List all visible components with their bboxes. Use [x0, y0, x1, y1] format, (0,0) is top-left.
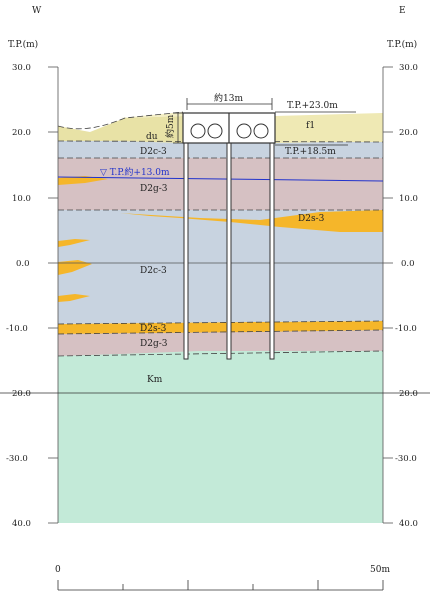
sand-lens-4 [58, 294, 90, 302]
sand-lens-3 [58, 260, 92, 275]
layer-label-d2g-upper: D2g-3 [140, 184, 168, 194]
box-culvert [173, 98, 356, 360]
right-tick-label: 10.0 [399, 194, 418, 204]
layer-label-d2s: D2s-3 [298, 214, 325, 224]
layer-d2g-upper [58, 158, 383, 210]
bottom-level-label: T.P.+18.5m [285, 147, 336, 157]
layer-d2s-wedge [120, 210, 383, 232]
right-tick-label: -30.0 [395, 454, 417, 464]
layer-label-d2s-lower: D2s-3 [140, 324, 167, 334]
pile-middle [226, 142, 232, 360]
pile-left [183, 142, 189, 360]
water-table-line [57, 176, 384, 182]
scale-end-label: 50m [370, 565, 390, 575]
west-label: W [32, 6, 42, 16]
layer-label-du: du [146, 132, 158, 142]
scale-bar [57, 580, 384, 591]
right-tick-label: 30.0 [399, 63, 418, 73]
layer-label-d2g-lower: D2g-3 [140, 339, 168, 349]
right-tick-label: 40.0 [399, 519, 418, 529]
layer-label-f1: f1 [306, 121, 315, 131]
scale-start-label: 0 [55, 565, 61, 575]
left-tick-label: 20.0 [12, 389, 31, 399]
left-tick-labels: 30.0 20.0 10.0 0.0 -10.0 20.0 -30.0 40.0 [6, 63, 31, 529]
water-level-label: ▽ T.P.約+13.0m [100, 166, 170, 178]
top-level-label: T.P.+23.0m [287, 101, 338, 111]
layer-f1 [275, 113, 383, 143]
layer-label-d2c-top: D2c-3 [140, 147, 167, 157]
strata-layers [57, 111, 384, 523]
layer-d2c-main [58, 210, 383, 324]
sand-lens-2 [58, 239, 90, 247]
axes [0, 67, 430, 523]
sand-lens-1 [58, 176, 108, 185]
pipe-3 [236, 123, 252, 139]
left-tick-label: -30.0 [6, 454, 28, 464]
layer-km [58, 351, 383, 523]
pipe-1 [190, 123, 206, 139]
right-tick-label: 0.0 [401, 259, 415, 269]
pile-right [269, 142, 275, 360]
pipe-2 [207, 123, 223, 139]
left-tick-label: 10.0 [12, 194, 31, 204]
left-tick-label: 0.0 [16, 259, 30, 269]
right-tick-label: 20.0 [399, 389, 418, 399]
layer-label-km: Km [147, 375, 163, 385]
right-tick-label: -10.0 [395, 324, 417, 334]
right-tick-label: 20.0 [399, 128, 418, 138]
layer-label-d2c-main: D2c-3 [140, 266, 167, 276]
right-tick-labels: 30.0 20.0 10.0 0.0 -10.0 20.0 -30.0 40.0 [395, 63, 418, 529]
pipe-4 [253, 123, 269, 139]
right-unit-label: T.P.(m) [387, 39, 417, 50]
culvert-height-label: 約5m [164, 114, 176, 138]
east-label: E [399, 6, 406, 16]
left-tick-label: 20.0 [12, 128, 31, 138]
left-tick-label: 30.0 [12, 63, 31, 73]
left-tick-label: 40.0 [12, 519, 31, 529]
layer-d2g-lower [58, 330, 383, 356]
left-tick-label: -10.0 [6, 324, 28, 334]
layer-du [58, 116, 183, 143]
culvert-width-label: 約13m [214, 92, 243, 104]
left-unit-label: T.P.(m) [8, 39, 38, 50]
